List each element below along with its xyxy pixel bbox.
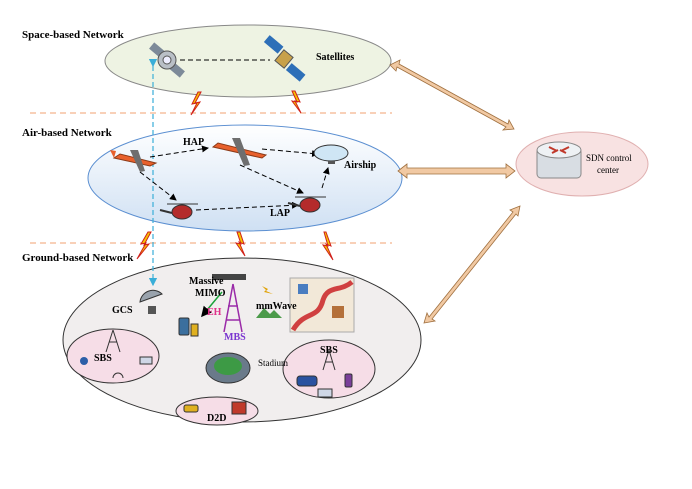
air-layer-ellipse: [87, 124, 403, 232]
sdn-link-ground: [423, 205, 521, 324]
sdn-router-icon: [536, 141, 582, 179]
laptop-icon: [139, 356, 153, 365]
headphones-icon: [112, 372, 124, 379]
stadium-icon: [205, 352, 251, 384]
mmwave-signal-icon: [262, 286, 273, 294]
satellite-left-icon: [149, 42, 185, 78]
mmwave-label: mmWave: [256, 301, 297, 312]
person-icon: [80, 357, 88, 365]
d2d-house-icon: [231, 401, 247, 415]
mbs-label: MBS: [224, 332, 246, 343]
airship-icon: [313, 144, 349, 164]
mbs-tower-icon: [223, 283, 243, 333]
air-links: [139, 145, 330, 211]
hap-label: HAP: [183, 137, 205, 148]
sdn-label-line2: center: [597, 165, 619, 175]
sbs-right-label: SBS: [320, 345, 338, 356]
satellites-label: Satellites: [316, 52, 355, 63]
sdn-link-air: [397, 163, 516, 179]
stadium-label: Stadium: [258, 358, 289, 368]
gcs-label: GCS: [112, 305, 133, 316]
massive-label: Massive: [189, 276, 224, 287]
sdn-label-line1: SDN control: [586, 153, 632, 163]
d2d-car-icon: [183, 404, 199, 413]
mobile-device-icon: [178, 317, 199, 337]
eh-label: EH: [207, 307, 222, 318]
sbs-left-label: SBS: [94, 353, 112, 364]
sbs-tower-left-icon: [105, 329, 121, 353]
gcs-dish-icon: [139, 289, 163, 314]
satellite-right-icon: [263, 35, 306, 82]
car-icon: [296, 375, 318, 387]
lap-label: LAP: [270, 208, 290, 219]
space-network-label: Space-based Network: [22, 29, 124, 41]
tablet-icon: [317, 388, 333, 398]
sbs-tower-right-icon: [322, 349, 336, 371]
sdn-ellipse: [515, 131, 649, 197]
hap-plane-center-icon: [211, 138, 268, 166]
mimo-label: MIMO: [195, 288, 226, 299]
space-layer-ellipse: [104, 24, 392, 98]
hap-plane-left-icon: [110, 150, 158, 172]
lap-helicopter-left-icon: [159, 203, 198, 220]
eh-arrow: [201, 291, 223, 318]
lightning-bolts: [136, 90, 334, 261]
air-network-label: Air-based Network: [22, 127, 112, 139]
airship-label: Airship: [344, 160, 377, 171]
d2d-label: D2D: [207, 413, 227, 424]
city-map-icon: [289, 277, 355, 333]
lap-helicopter-right-icon: [287, 196, 326, 213]
sdn-link-space: [389, 59, 515, 131]
sbs-cell-left: [66, 328, 160, 384]
massive-mimo-array-icon: [212, 274, 246, 280]
phone-icon: [344, 373, 353, 388]
ground-network-label: Ground-based Network: [22, 252, 134, 264]
mountain-icon: [256, 308, 282, 318]
